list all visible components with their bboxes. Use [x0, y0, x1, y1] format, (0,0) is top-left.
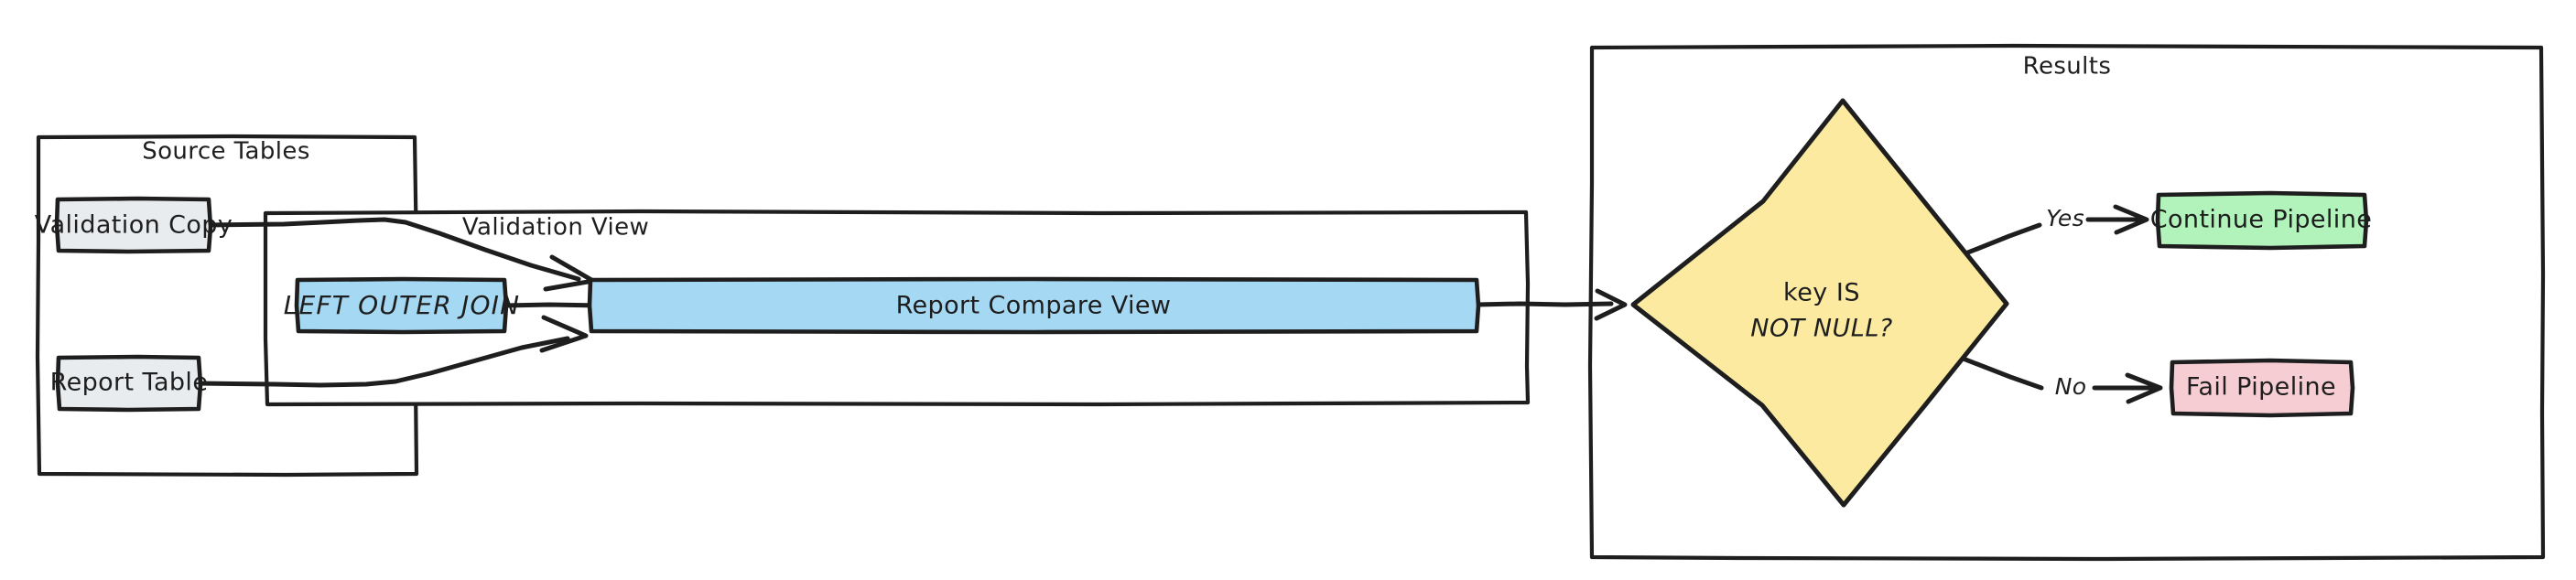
edge-decision-yes-arrowhead: [2113, 204, 2149, 235]
edge-report-table-to-join-line: [195, 336, 570, 388]
node-validation-copy[interactable]: Validation Copy: [35, 196, 233, 254]
left-outer-join-label: LEFT OUTER JOIN: [284, 290, 521, 320]
node-report-table[interactable]: Report Table: [50, 354, 209, 413]
edge-validation-copy-to-join-line: [204, 217, 581, 282]
continue-pipeline-label: Continue Pipeline: [2150, 206, 2372, 234]
report-compare-view-label: Report Compare View: [896, 292, 1172, 320]
node-key-is-not-null[interactable]: key IS NOT NULL?: [1630, 98, 2009, 508]
node-report-compare-view[interactable]: Report Compare View: [587, 276, 1481, 335]
edge-compare-to-decision: [1474, 288, 1628, 321]
edge-label-yes: Yes: [2046, 205, 2084, 231]
report-table-box: [55, 354, 203, 413]
edge-report-table-to-join-arrowhead: [539, 315, 589, 353]
source-tables-label: Source Tables: [142, 138, 310, 166]
node-continue-pipeline[interactable]: Continue Pipeline: [2150, 190, 2372, 251]
fail-pipeline-label: Fail Pipeline: [2186, 373, 2336, 402]
node-left-outer-join[interactable]: LEFT OUTER JOIN: [284, 276, 521, 335]
left-outer-join-box: [294, 276, 509, 335]
continue-pipeline-box: [2155, 190, 2369, 251]
report-compare-view-box: [587, 276, 1481, 335]
key-is-not-null-diamond: [1630, 98, 2009, 508]
edge-decision-no-arrowhead: [2125, 372, 2163, 404]
edge-report-table-to-join: [195, 315, 589, 388]
fail-pipeline-box: [2169, 358, 2355, 418]
key-is-not-null-label-line1: key IS: [1783, 279, 1860, 307]
validation-copy-label: Validation Copy: [35, 211, 233, 240]
report-table-label: Report Table: [50, 369, 209, 397]
node-fail-pipeline[interactable]: Fail Pipeline: [2169, 358, 2355, 418]
validation-view-label: Validation View: [462, 214, 649, 242]
key-is-not-null-label-line2: NOT NULL?: [1750, 315, 1892, 343]
edge-label-no: No: [2055, 373, 2087, 400]
edge-compare-to-decision-line: [1474, 301, 1614, 307]
validation-copy-box: [54, 196, 213, 254]
results-label: Results: [2023, 53, 2112, 81]
edge-compare-to-decision-arrowhead: [1594, 288, 1628, 321]
